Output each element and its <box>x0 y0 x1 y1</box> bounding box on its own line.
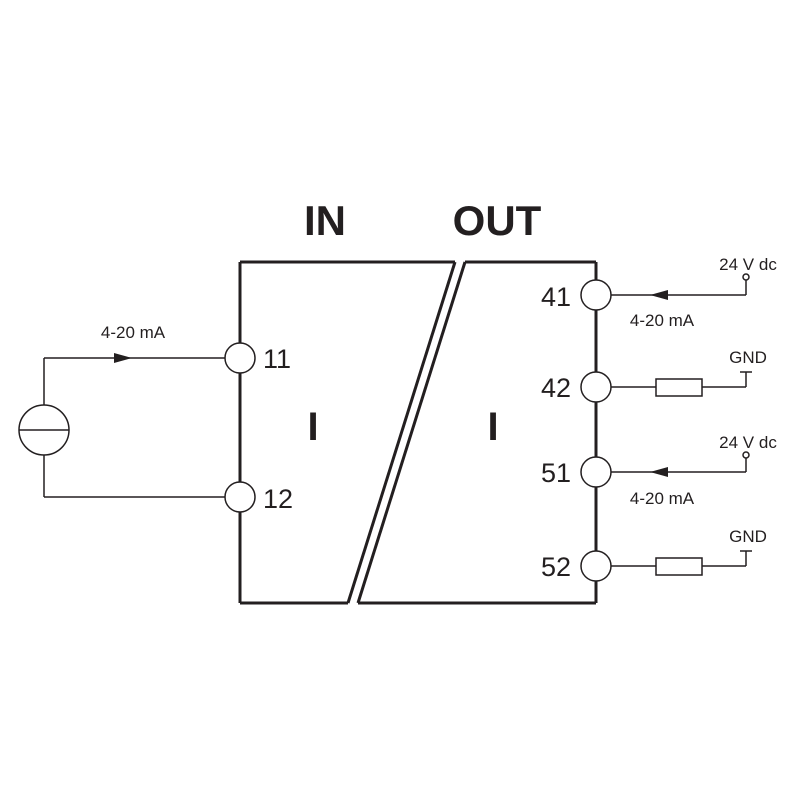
output-supply-wire-1 <box>596 273 750 300</box>
input-current-label: 4-20 mA <box>101 323 166 342</box>
terminal-11 <box>224 342 256 374</box>
supply-label-2: 24 V dc <box>719 433 777 452</box>
output-current-label-2: 4-20 mA <box>630 489 695 508</box>
terminal-51 <box>580 456 612 488</box>
terminal-42-label: 42 <box>541 373 571 403</box>
gnd-label-2: GND <box>729 527 767 546</box>
supply-label-1: 24 V dc <box>719 255 777 274</box>
output-channel-label: I <box>487 405 498 449</box>
output-current-arrow-1 <box>650 290 668 300</box>
terminal-41-label: 41 <box>541 282 571 312</box>
output-section-outline <box>356 260 598 605</box>
terminal-42 <box>580 371 612 403</box>
output-supply-wire-2 <box>596 451 750 477</box>
terminal-41 <box>580 279 612 311</box>
terminal-12-label: 12 <box>263 484 293 514</box>
out-heading: OUT <box>453 197 542 244</box>
input-current-loop <box>43 353 240 498</box>
output-load-wire-1 <box>596 371 752 397</box>
input-current-arrow <box>114 353 132 363</box>
gnd-label-1: GND <box>729 348 767 367</box>
current-source-icon <box>18 404 70 456</box>
output-load-wire-2 <box>596 550 752 576</box>
terminal-11-label: 11 <box>263 344 291 374</box>
terminal-12 <box>224 481 256 513</box>
load-resistor-1 <box>655 378 703 397</box>
in-heading: IN <box>304 197 346 244</box>
terminal-52-label: 52 <box>541 552 571 582</box>
output-current-arrow-2 <box>650 467 668 477</box>
input-channel-label: I <box>307 405 318 449</box>
terminal-52 <box>580 550 612 582</box>
output-current-label-1: 4-20 mA <box>630 311 695 330</box>
input-section-outline <box>238 260 457 605</box>
load-resistor-2 <box>655 557 703 576</box>
terminal-51-label: 51 <box>541 458 571 488</box>
